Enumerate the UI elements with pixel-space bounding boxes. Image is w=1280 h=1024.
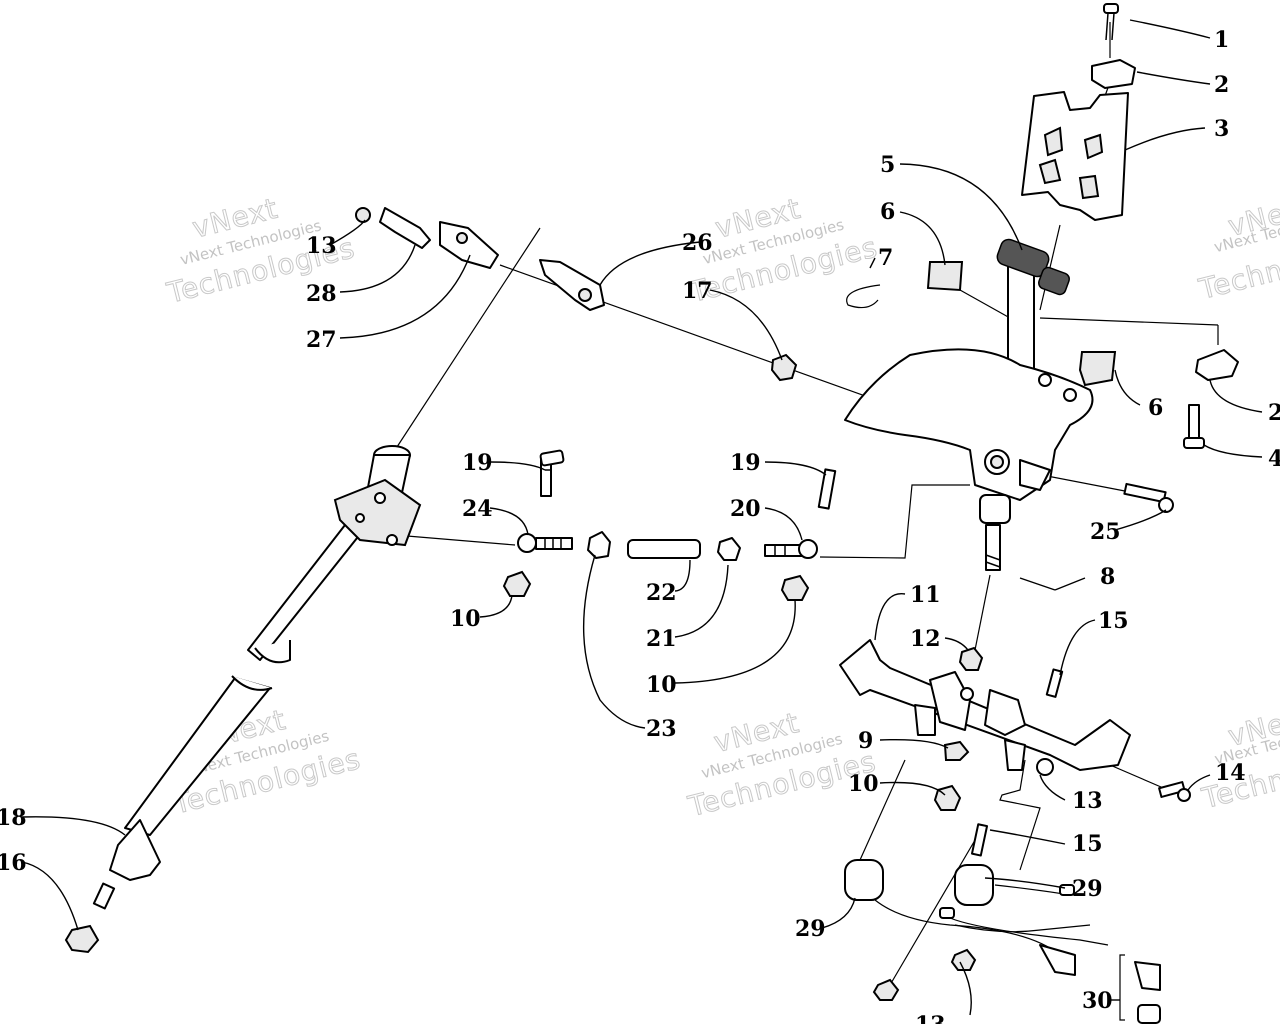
callout-11: 11 [910,582,941,608]
watermark-group: vNext vNext Technologies Technologies [1198,699,1280,815]
callout-12: 12 [910,626,941,652]
callout-1: 1 [1214,27,1229,53]
watermark-group: vNext vNext Technologies Technologies [684,705,880,823]
callout-2: 2 [1268,400,1280,426]
callout-17: 17 [682,278,713,304]
watermark-group: vNext vNext Technologies Technologies [1195,189,1280,306]
callout-19: 19 [462,450,493,476]
callout-22: 22 [646,580,677,606]
tie-rod-assembly [502,353,837,601]
callout-29: 29 [1072,876,1103,902]
leader-lines [21,19,1263,1016]
callout-13: 13 [915,1012,946,1024]
upper-link [355,207,605,311]
callout-15: 15 [1098,608,1129,634]
callout-7: 7 [878,245,893,271]
steering-bracket [844,348,1174,591]
callout-18: 18 [0,805,27,831]
callout-8: 8 [1100,564,1115,590]
callout-27: 27 [306,327,337,353]
lower-steering-arm [839,639,1191,811]
callout-25: 25 [1090,519,1121,545]
callout-20: 20 [730,496,761,522]
sensor-harness [844,823,1161,1024]
callout-13: 13 [306,233,337,259]
callout-19: 19 [730,450,761,476]
watermark-group: vNext vNext Technologies Technologies [685,191,881,309]
callout-13: 13 [1072,788,1103,814]
callout-26: 26 [682,230,713,256]
callout-4: 4 [1268,446,1280,472]
callout-6: 6 [880,199,895,225]
callout-2: 2 [1214,72,1229,98]
callout-23: 23 [646,716,677,742]
handlebar-riser [1021,3,1136,221]
callout-15: 15 [1072,831,1103,857]
callout-14: 14 [1215,760,1246,786]
steering-shaft [64,227,541,954]
callout-10: 10 [848,771,879,797]
callout-10: 10 [646,672,677,698]
callout-21: 21 [646,626,677,652]
callout-5: 5 [880,152,895,178]
callout-16: 16 [0,850,27,876]
callout-29: 29 [795,916,826,942]
callout-labels: 1 2 3 5 6 7 6 2 4 25 8 26 17 13 28 27 19… [0,27,1280,1024]
callout-10: 10 [450,606,481,632]
callout-28: 28 [306,281,337,307]
callout-24: 24 [462,496,493,522]
callout-30: 30 [1082,988,1113,1014]
callout-3: 3 [1214,116,1229,142]
callout-6: 6 [1148,395,1163,421]
callout-9: 9 [858,728,873,754]
